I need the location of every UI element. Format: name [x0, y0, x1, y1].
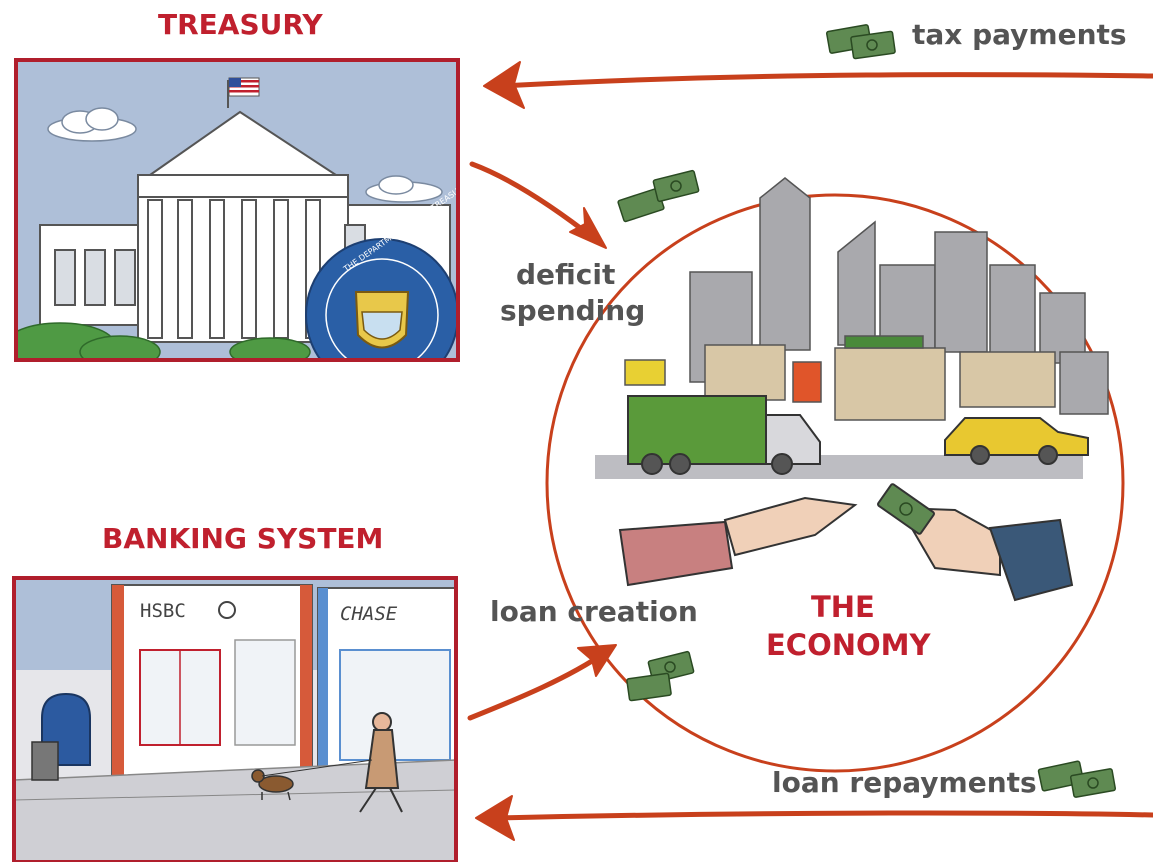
truck-icon [627, 395, 821, 475]
trash-can-icon [31, 741, 59, 781]
arrowhead-icon [577, 644, 617, 677]
economy-illustration [595, 177, 1109, 602]
hands-exchanging-money [618, 483, 1074, 602]
bank-sign-hsbc: HSBC [140, 600, 186, 622]
woman-walking [359, 712, 403, 813]
city-skyline [689, 177, 1109, 415]
economy-title-line1: THE [811, 590, 875, 624]
deficit-spending-label-line2: spending [500, 294, 646, 327]
taxi-icon [944, 417, 1089, 465]
bank-sign-chase: CHASE [340, 603, 398, 625]
money-icon [1037, 760, 1117, 798]
tax-payments-arrow [499, 72, 1153, 89]
treasury-title: TREASURY [158, 8, 323, 41]
loan-repayments-arrow [491, 810, 1153, 821]
tax-payments-label: tax payments [912, 18, 1127, 51]
us-flag-icon [227, 77, 260, 108]
arrowhead-icon [569, 207, 607, 249]
loan-creation-arrow [467, 649, 609, 721]
dollar-bill-icon [877, 483, 935, 535]
economy-circle [545, 193, 1125, 773]
dog-icon [251, 759, 373, 801]
money-icon [626, 650, 695, 702]
treasury-illustration: THE DEPARTMENT OF THE TREASURY [14, 58, 460, 362]
money-icon [617, 169, 700, 223]
loan-creation-label: loan creation [490, 595, 698, 628]
arrowhead-icon [483, 61, 525, 109]
loan-repayments-label: loan repayments [772, 766, 1037, 799]
deficit-spending-label-line1: deficit [516, 258, 616, 291]
banking-illustration: HSBC CHASE [12, 576, 458, 862]
arrowhead-icon [475, 795, 515, 841]
money-icon [825, 24, 896, 60]
banking-system-title: BANKING SYSTEM [102, 522, 384, 555]
cloud-icon [47, 107, 137, 142]
economy-title-line2: ECONOMY [766, 628, 931, 662]
